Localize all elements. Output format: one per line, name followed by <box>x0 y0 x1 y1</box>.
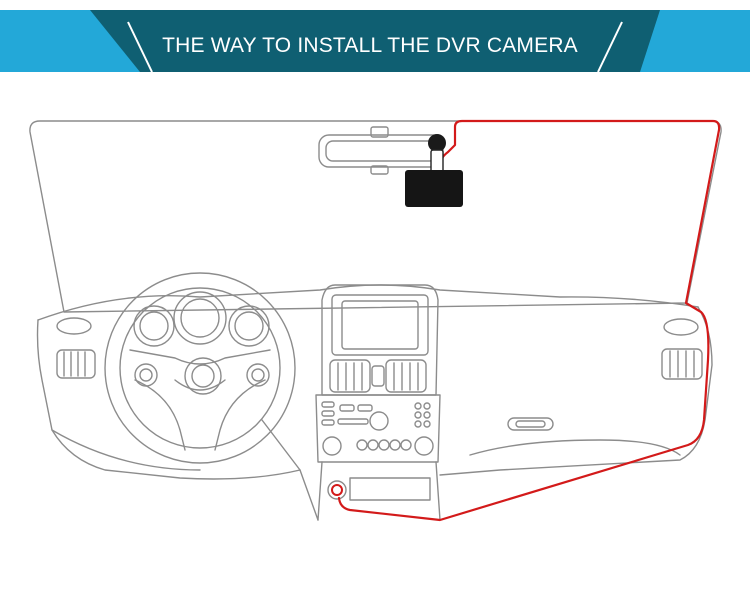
left-speaker-grille <box>56 317 92 335</box>
windshield <box>29 120 722 313</box>
banner-left-accent <box>127 21 153 73</box>
page-title: THE WAY TO INSTALL THE DVR CAMERA <box>162 34 578 57</box>
lower-console <box>317 461 441 521</box>
dvr-camera <box>405 170 463 207</box>
knee-panel <box>51 419 301 471</box>
steering-wheel <box>104 272 296 464</box>
left-side-vent <box>56 349 96 379</box>
instrument-cluster <box>133 291 270 395</box>
banner-inner-panel <box>90 10 660 72</box>
glove-box <box>469 417 681 456</box>
banner-right-accent <box>597 21 623 73</box>
rearview-mirror <box>318 126 444 175</box>
center-stack-frame <box>321 284 439 396</box>
cigarette-lighter-socket <box>327 480 347 500</box>
center-console <box>315 394 441 463</box>
right-side-vent <box>661 348 703 380</box>
suction-mount <box>428 134 446 152</box>
camera-bracket <box>430 149 444 173</box>
center-left-vent <box>329 359 371 393</box>
title-banner <box>0 10 750 73</box>
dashboard-diagram <box>29 119 722 522</box>
dashboard-left-side <box>36 319 319 521</box>
center-right-vent <box>385 359 427 393</box>
center-screen <box>331 294 429 356</box>
hazard-button <box>371 365 385 387</box>
power-cable <box>337 119 721 522</box>
right-speaker-grille <box>663 318 699 336</box>
